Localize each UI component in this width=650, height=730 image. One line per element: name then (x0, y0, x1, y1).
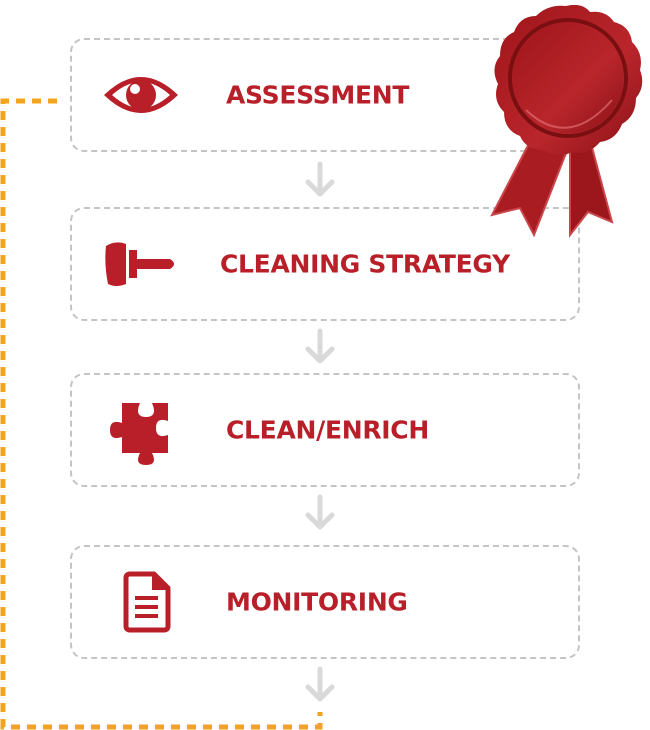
step-cleaning-strategy[interactable]: CLEANING STRATEGY (70, 207, 580, 321)
wax-seal-ribbon-icon (490, 4, 643, 238)
step-assessment[interactable]: ASSESSMENT (70, 38, 580, 152)
down-arrow-icon (305, 161, 335, 197)
document-icon (123, 571, 171, 633)
step-label: ASSESSMENT (226, 80, 410, 110)
step-clean-enrich[interactable]: CLEAN/ENRICH (70, 373, 580, 487)
brush-icon (105, 242, 174, 286)
step-label: CLEAN/ENRICH (226, 415, 429, 445)
step-label: CLEANING STRATEGY (220, 249, 510, 279)
puzzle-icon (110, 403, 168, 465)
down-arrow-icon (305, 666, 335, 702)
step-label: MONITORING (226, 587, 408, 617)
down-arrow-icon (305, 328, 335, 364)
step-monitoring[interactable]: MONITORING (70, 545, 580, 659)
down-arrow-icon (305, 494, 335, 530)
eye-icon (104, 77, 178, 113)
